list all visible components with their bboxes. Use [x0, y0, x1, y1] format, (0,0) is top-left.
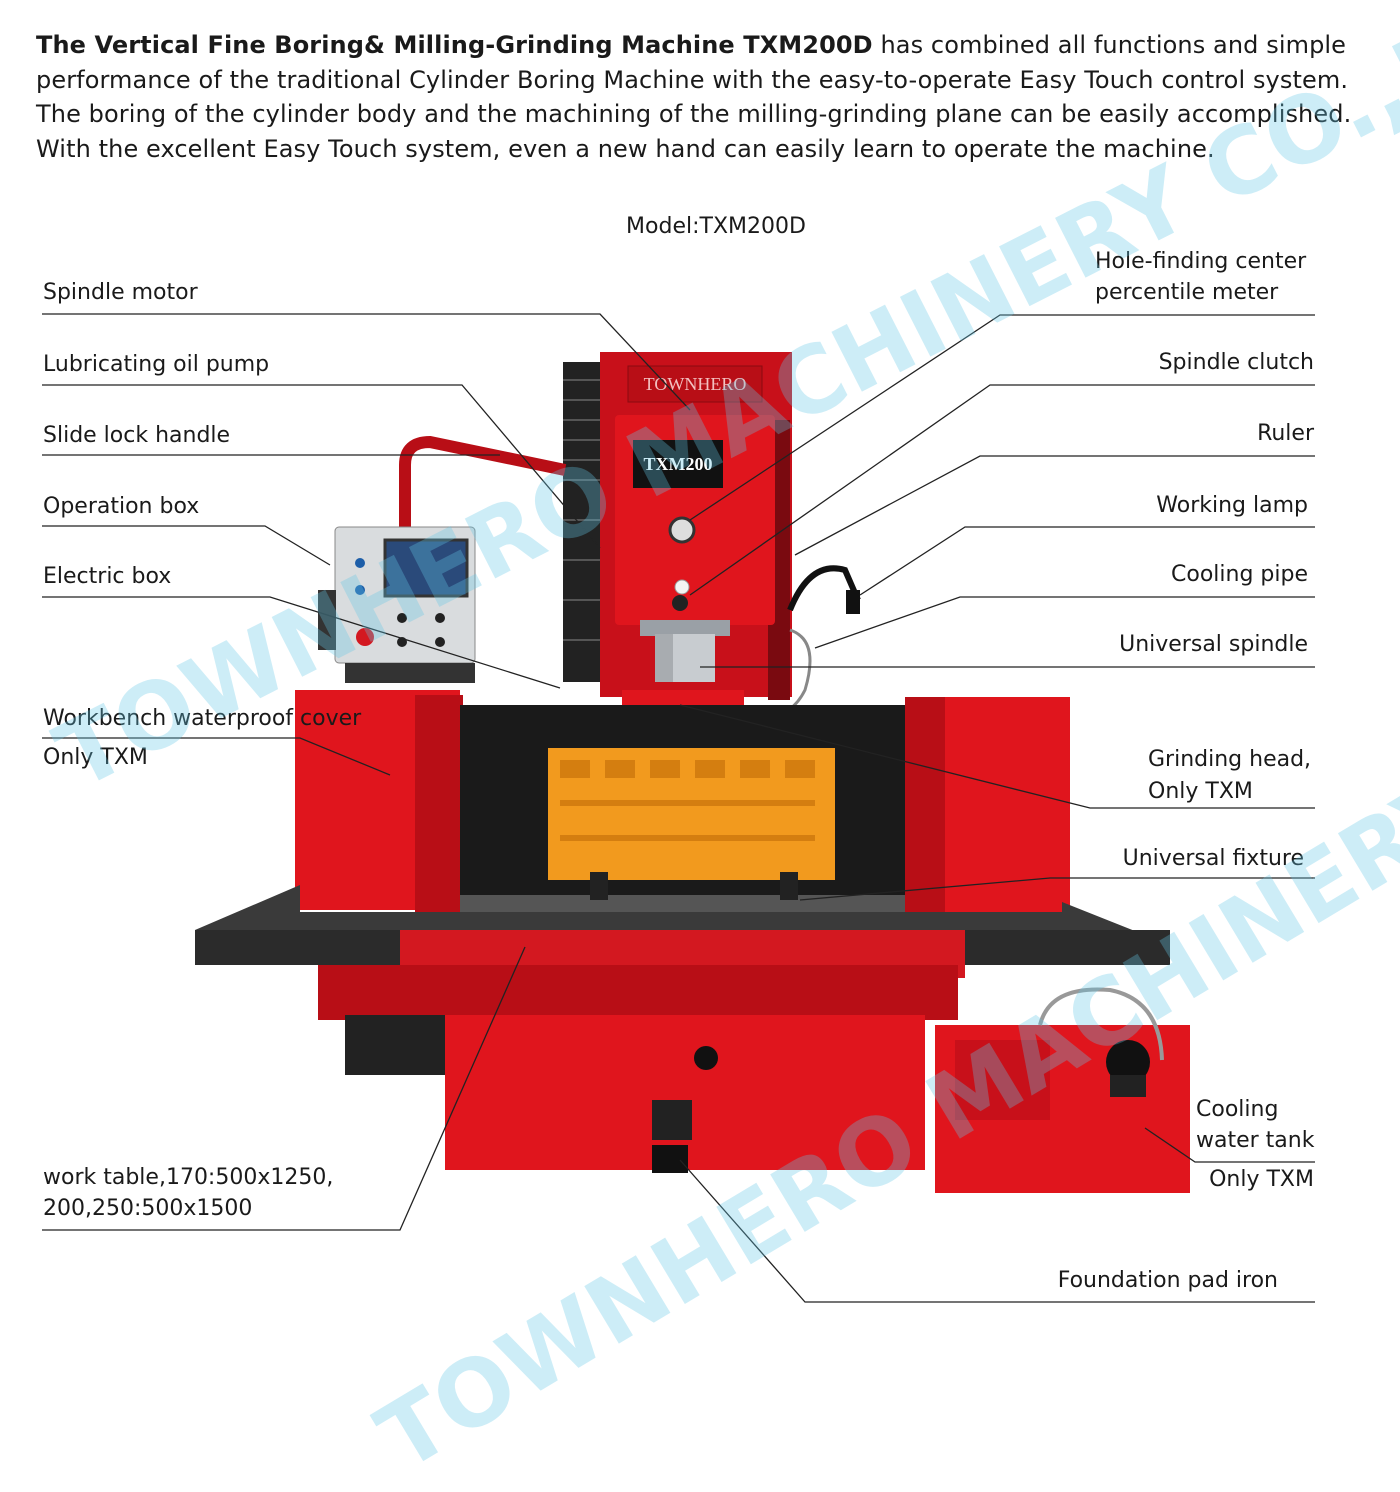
- label-universal-spindle: Universal spindle: [1119, 632, 1308, 657]
- intro-text: has combined all functions and simple pe…: [36, 31, 1352, 163]
- label-operation-box: Operation box: [43, 494, 200, 519]
- label-ruler: Ruler: [1257, 421, 1314, 446]
- pipe-arm: [399, 435, 567, 530]
- label-foundation: Foundation pad iron: [1057, 1268, 1278, 1293]
- operation-screen: [383, 538, 469, 598]
- dial-gauge: [668, 516, 696, 544]
- label-cooling-pipe: Cooling pipe: [1171, 562, 1308, 587]
- label-grinding-head-2: Only TXM: [1148, 779, 1253, 804]
- clutch-knob: [672, 595, 688, 611]
- label-lubricating-oil-pump: Lubricating oil pump: [43, 352, 270, 377]
- intro-paragraph: The Vertical Fine Boring& Milling-Grindi…: [36, 28, 1366, 166]
- label-slide-lock-handle: Slide lock handle: [43, 423, 231, 448]
- head-plate-text: TXM200: [644, 454, 713, 474]
- foundation-pad: [652, 1145, 688, 1173]
- electric-box: [318, 590, 336, 650]
- label-hole-finding-2: percentile meter: [1095, 280, 1279, 305]
- intro-bold: The Vertical Fine Boring& Milling-Grindi…: [36, 31, 873, 59]
- label-workbench-only: Only TXM: [43, 745, 148, 770]
- brand-plate: [627, 365, 763, 403]
- brand-plate-text: TOWNHERO: [644, 374, 747, 394]
- label-hole-finding-1: Hole-finding center: [1095, 249, 1307, 274]
- label-workbench-cover: Workbench waterproof cover: [43, 706, 362, 731]
- spindle-flange: [640, 620, 730, 636]
- head-plate: [633, 440, 723, 488]
- label-work-table-2: 200,250:500x1500: [43, 1196, 253, 1221]
- drag-chain: [563, 362, 601, 682]
- machine-illustration: TOWNHERO TXM200: [42, 313, 1315, 1303]
- model-title: Model:TXM200D: [626, 214, 806, 239]
- label-cooling-tank-only: Only TXM: [1209, 1167, 1314, 1192]
- machine-base: [318, 965, 958, 1020]
- label-universal-fixture: Universal fixture: [1122, 846, 1304, 871]
- label-grinding-head-1: Grinding head,: [1148, 747, 1312, 772]
- label-spindle-clutch: Spindle clutch: [1158, 350, 1314, 375]
- working-lamp: [787, 565, 861, 612]
- label-cooling-tank-2: water tank: [1196, 1128, 1315, 1153]
- label-work-table-1: work table,170:500x1250,: [43, 1165, 334, 1190]
- label-spindle-motor: Spindle motor: [43, 280, 198, 305]
- label-cooling-tank-1: Cooling: [1196, 1097, 1279, 1122]
- label-electric-box: Electric box: [43, 564, 172, 589]
- label-working-lamp: Working lamp: [1156, 493, 1308, 518]
